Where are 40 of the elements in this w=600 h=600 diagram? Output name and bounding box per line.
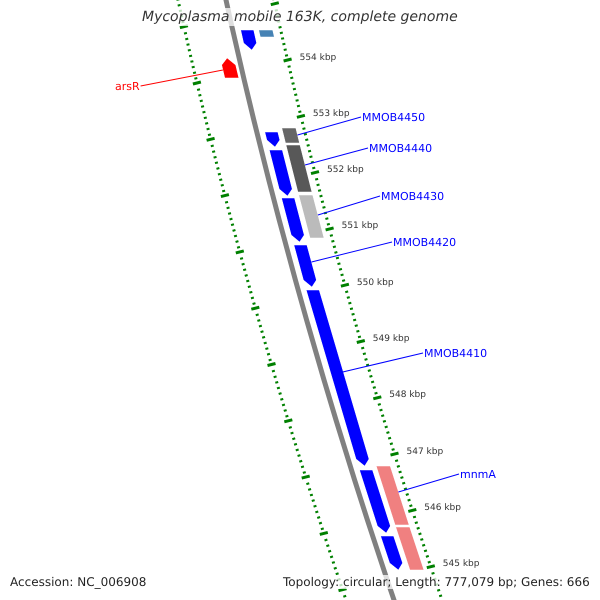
scale-label: 550 kbp bbox=[356, 278, 394, 288]
gene-block bbox=[269, 150, 292, 196]
gene-block bbox=[282, 128, 300, 144]
scale-label: 546 kbp bbox=[424, 504, 461, 513]
gene-block bbox=[286, 144, 312, 192]
gene-label: MMOB4430 bbox=[381, 190, 444, 202]
leader-line bbox=[342, 352, 424, 372]
scale-label: 547 kbp bbox=[406, 448, 444, 457]
scale-label: 545 kbp bbox=[442, 560, 480, 570]
leader-line bbox=[297, 116, 362, 136]
gene-block bbox=[264, 132, 280, 148]
gene-block bbox=[221, 58, 240, 78]
gene-label: MMOB4410 bbox=[424, 348, 488, 358]
scale-label: 553 kbp bbox=[312, 110, 350, 119]
gene-block bbox=[380, 536, 403, 570]
leader-line bbox=[317, 196, 380, 216]
genome-stats-text: Topology: circular; Length: 777,079 bp; Genes: 666 bbox=[281, 575, 592, 589]
gene-label: MMOB4450 bbox=[362, 112, 426, 122]
scale-label: 551 kbp bbox=[342, 222, 378, 232]
scale-label: 548 kbp bbox=[389, 391, 426, 400]
leader-line bbox=[311, 242, 392, 262]
gene-block bbox=[240, 30, 257, 50]
gene-block bbox=[359, 470, 391, 534]
scale-label: 552 kbp bbox=[327, 166, 364, 176]
gene-label: mnmA bbox=[460, 468, 496, 480]
scale-label: 554 kbp bbox=[300, 54, 336, 62]
gene-label: MMOB4440 bbox=[369, 142, 432, 154]
gene-block bbox=[376, 466, 410, 526]
gene-block bbox=[294, 244, 317, 288]
gene-block bbox=[298, 194, 324, 238]
gene-block bbox=[306, 290, 370, 466]
gene-block bbox=[281, 198, 304, 242]
leader-line bbox=[140, 70, 224, 86]
leader-line bbox=[304, 148, 368, 166]
gene-block bbox=[258, 30, 275, 38]
leader-line bbox=[398, 474, 460, 492]
gene-block bbox=[395, 526, 424, 570]
gene-label: MMOB4420 bbox=[393, 236, 456, 248]
gene-label: arsR bbox=[115, 80, 140, 92]
accession-text: Accession: NC_006908 bbox=[8, 575, 148, 589]
